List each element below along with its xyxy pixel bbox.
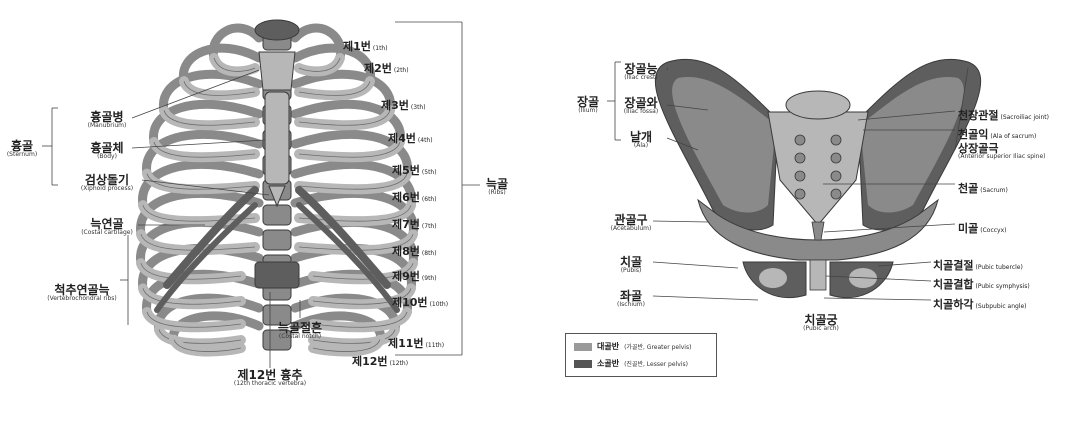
greater-pelvis-label: 대골반 <box>597 341 619 352</box>
pelvis-legend: 대골반 (가골반, Greater pelvis) 소골반 (진골반, Less… <box>565 333 717 377</box>
acetabulum-label: 관골구 (Acetabulum) <box>611 214 652 232</box>
front-rib-1 <box>299 58 340 71</box>
sternum-body <box>265 92 289 184</box>
acetabulum-leader <box>653 221 708 222</box>
pelvis-panel: 장골 (Ilium) 장골능 (Iliac crest) 장골와 (Iliac … <box>545 0 1091 423</box>
rib-1-label: 제1번(1th) <box>343 37 388 53</box>
lesser-pelvis-swatch <box>574 360 592 368</box>
xiphoid-label: 검상돌기 (Xiphoid process) <box>81 174 133 192</box>
sacral-foramen-r-4 <box>831 189 841 199</box>
rib-2-label: 제2번(2th) <box>364 59 409 75</box>
costal-cartilage-label: 늑연골 (Costal cartilage) <box>81 218 133 236</box>
sacrum-label: 천골(Sacrum) <box>958 179 1008 195</box>
subpubic-angle-label: 치골하각(Subpubic angle) <box>933 295 1027 311</box>
sacral-foramen-l-3 <box>795 171 805 181</box>
costal-notch-label: 늑골절흔 (Costal notch) <box>278 322 322 340</box>
ischium-leader <box>653 296 758 300</box>
sternum-group-label: 흉골 (Sternum) <box>7 140 37 158</box>
sacral-foramen-l-1 <box>795 135 805 145</box>
pubis-label: 치골 (Pubis) <box>620 256 642 274</box>
greater-pelvis-en: (가골반, Greater pelvis) <box>624 342 691 351</box>
ribs-group-label: 늑골 (Ribs) <box>486 178 508 196</box>
pubic-arch-label: 치골궁 (Pubic arch) <box>803 314 839 332</box>
pubic-symphysis <box>810 260 826 290</box>
body-label: 흉골체 (Body) <box>90 142 123 160</box>
pubic-tubercle-label: 치골결절(Pubic tubercle) <box>933 256 1023 272</box>
rib-11-label: 제11번(11th) <box>388 334 444 350</box>
rib-12-label: 제12번(12th) <box>352 352 408 368</box>
rib-6-label: 제6번(6th) <box>392 188 437 204</box>
lesser-pelvis-en: (진골반, Lesser pelvis) <box>624 359 688 368</box>
sacral-foramen-l-2 <box>795 153 805 163</box>
coccyx <box>812 222 824 240</box>
lesser-pelvis-label: 소골반 <box>597 358 619 369</box>
sacral-promontory <box>786 91 850 119</box>
sacroiliac-label: 천장관절(Sacroiliac joint) <box>958 106 1049 122</box>
rib-5-label: 제5번(5th) <box>392 161 437 177</box>
legend-lesser-pelvis: 소골반 (진골반, Lesser pelvis) <box>574 358 688 369</box>
iliac-fossa-label: 장골와 (Iliac fossa) <box>624 97 658 115</box>
rib-8-label: 제8번(8th) <box>392 242 437 258</box>
pubis-leader <box>653 262 738 268</box>
top-vertebra <box>255 20 299 40</box>
t12-label: 제12번 흉추 (12th thoracic vertebra) <box>234 369 306 387</box>
left-obturator <box>759 268 787 288</box>
sacral-foramen-r-2 <box>831 153 841 163</box>
manubrium-label: 흉골병 (Manubrium) <box>88 111 127 129</box>
sacral-foramen-l-4 <box>795 189 805 199</box>
legend-greater-pelvis: 대골반 (가골반, Greater pelvis) <box>574 341 691 352</box>
ala-sacrum-label: 천골익(Ala of sacrum) <box>958 125 1036 141</box>
sacrum <box>768 112 868 225</box>
subpubic-angle-leader <box>824 298 931 300</box>
coccyx-label: 미골(Coccyx) <box>958 219 1007 235</box>
ala-label: 날개 (Ala) <box>630 131 652 149</box>
rib-4-label: 제4번(4th) <box>388 129 433 145</box>
sacral-foramen-r-1 <box>831 135 841 145</box>
ribcage-panel: 흉골 (Sternum) 흉골병 (Manubrium) 흉골체 (Body) … <box>0 0 545 423</box>
ischium-label: 좌골 (Ischium) <box>617 290 645 308</box>
ribcage-illustration <box>0 0 545 423</box>
manubrium <box>259 52 295 90</box>
greater-pelvis-swatch <box>574 343 592 351</box>
rib-9-label: 제9번(9th) <box>392 267 437 283</box>
vertebrochondral-label: 척추연골늑 (Vertebrochondral ribs) <box>47 284 117 302</box>
sacral-foramen-r-3 <box>831 171 841 181</box>
rib-10-label: 제10번(10th) <box>392 293 448 309</box>
rib-3-label: 제3번(3th) <box>381 96 426 112</box>
t12-vertebra <box>255 262 299 288</box>
front-rib-1 <box>214 58 255 71</box>
rib-7-label: 제7번(7th) <box>392 215 437 231</box>
iliac-crest-label: 장골능 (Iliac crest) <box>624 63 657 81</box>
pubic-symphysis-label: 치골결합(Pubic symphysis) <box>933 275 1030 291</box>
ilium-group-label: 장골 (Ilium) <box>577 96 599 114</box>
vertebra-9 <box>263 230 291 250</box>
vertebra-8 <box>263 205 291 225</box>
pelvis-drawing <box>655 59 980 297</box>
asis-label: 상장골극 (Anterior superior Iliac spine) <box>958 143 1046 160</box>
